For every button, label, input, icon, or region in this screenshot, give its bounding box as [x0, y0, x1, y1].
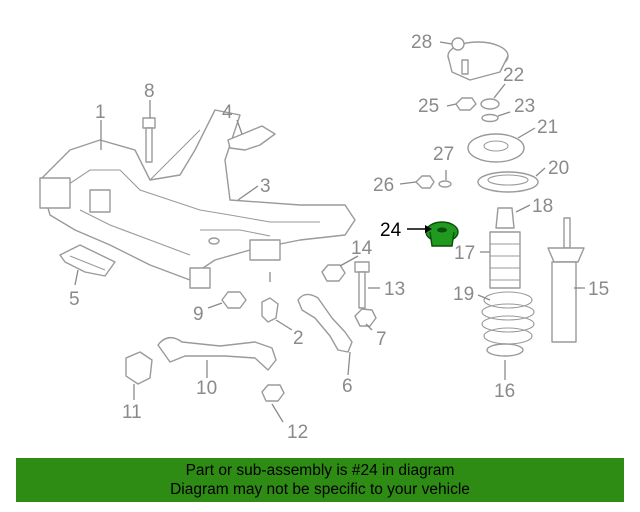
washer-part-22: [480, 98, 500, 110]
callout-25[interactable]: 25: [418, 96, 439, 117]
callout-13[interactable]: 13: [384, 279, 405, 300]
washer-part-27: [438, 180, 452, 188]
spring-seat-part-20: [477, 171, 539, 193]
nut-part-26: [415, 175, 435, 189]
callout-27[interactable]: 27: [433, 144, 454, 165]
callout-18[interactable]: 18: [532, 196, 553, 217]
banner-line-2: Diagram may not be specific to your vehi…: [170, 481, 470, 498]
callout-17[interactable]: 17: [454, 243, 475, 264]
control-arm-part-6: [297, 293, 353, 353]
callout-26[interactable]: 26: [373, 175, 394, 196]
skid-plate-part-5: [59, 244, 116, 277]
bracket-part-4: [227, 125, 276, 151]
callout-24[interactable]: 24: [380, 220, 402, 241]
bearing-plate-part-21: [467, 133, 525, 163]
bolt-part-13: [354, 261, 370, 309]
nut-part-12: [261, 384, 285, 402]
callout-28[interactable]: 28: [411, 32, 432, 53]
callout-14[interactable]: 14: [351, 238, 373, 259]
callout-19[interactable]: 19: [453, 284, 474, 305]
callout-16[interactable]: 16: [494, 381, 515, 402]
callout-labels: 1 2 3 4 5 6 7 8 9 10 11 12 13 14 15 16 1…: [69, 32, 609, 443]
isolator-part-16: [486, 343, 524, 357]
callout-10[interactable]: 10: [196, 378, 217, 399]
callout-6[interactable]: 6: [342, 376, 353, 397]
leader-lines: [74, 41, 585, 423]
callout-8[interactable]: 8: [144, 81, 155, 102]
callout-9[interactable]: 9: [193, 304, 204, 325]
strut-part-15: [547, 217, 585, 343]
bushing-part-2: [261, 297, 279, 323]
front-subframe: [39, 109, 356, 289]
nut-part-25: [455, 97, 477, 111]
callout-15[interactable]: 15: [588, 279, 609, 300]
callout-12[interactable]: 12: [287, 422, 308, 443]
bump-stop-part-18: [495, 207, 515, 229]
callout-7[interactable]: 7: [376, 329, 387, 350]
callout-1[interactable]: 1: [95, 102, 106, 123]
callout-23[interactable]: 23: [514, 96, 535, 117]
banner-line-1: Part or sub-assembly is #24 in diagram: [185, 462, 455, 479]
callout-20[interactable]: 20: [548, 158, 569, 179]
nut-part-14: [321, 264, 346, 282]
callout-4[interactable]: 4: [222, 102, 233, 123]
thrust-arm-part-10: [157, 337, 277, 371]
info-banner: Part or sub-assembly is #24 in diagram D…: [16, 458, 624, 502]
parts-diagram: 1 2 3 4 5 6 7 8 9 10 11 12 13 14 15 16 1…: [39, 32, 609, 443]
nut-part-7: [354, 308, 377, 327]
nut-part-9: [221, 291, 247, 309]
callout-3[interactable]: 3: [260, 176, 271, 197]
callout-22[interactable]: 22: [503, 65, 524, 86]
strut-mount-part-28: [447, 37, 509, 81]
washer-part-23: [481, 113, 499, 123]
callout-5[interactable]: 5: [69, 289, 80, 310]
bolt-part-8: [142, 117, 156, 163]
dust-boot-part-17: [489, 231, 521, 289]
callout-11[interactable]: 11: [122, 402, 142, 423]
callout-21[interactable]: 21: [537, 117, 558, 138]
bushing-part-11: [125, 351, 153, 385]
callout-2[interactable]: 2: [293, 328, 304, 349]
